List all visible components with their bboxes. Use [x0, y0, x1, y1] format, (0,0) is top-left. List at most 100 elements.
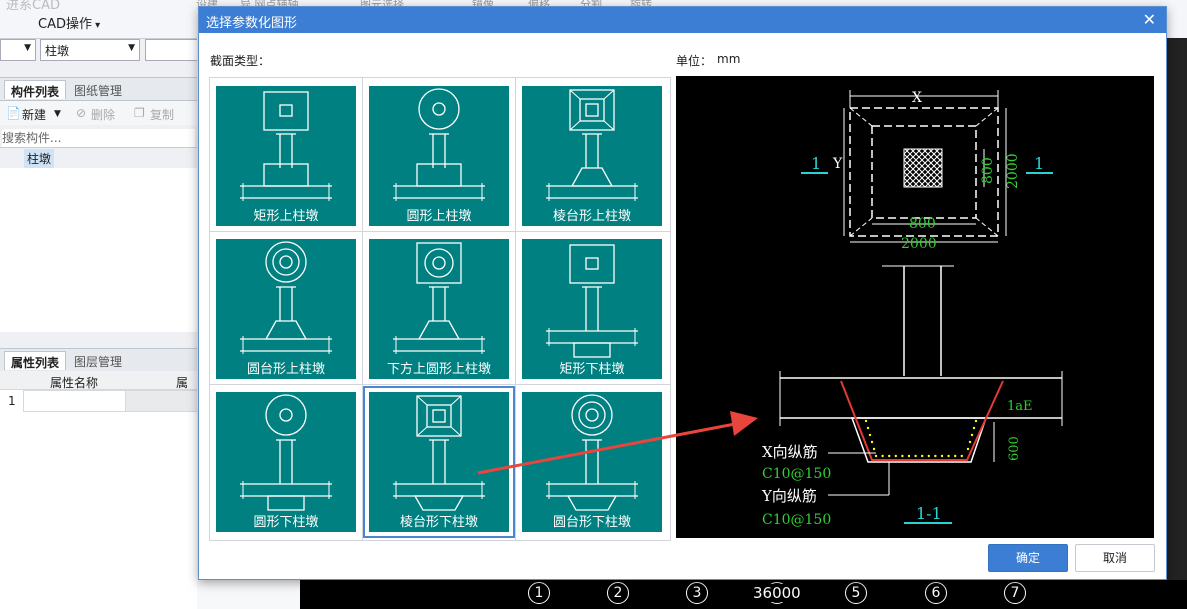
component-tree — [0, 168, 197, 332]
shape-tile[interactable]: 棱台形下柱墩 — [369, 392, 509, 532]
x-rebar-spec: C10@150 — [762, 466, 831, 482]
frustum-up-icon — [546, 89, 638, 201]
toolbar-item[interactable]: 设建 — [196, 0, 218, 12]
grid-line — [515, 78, 516, 540]
shape-caption: 矩形上柱墩 — [253, 209, 319, 224]
frustum-down-icon — [393, 395, 485, 511]
axis-label: 1 — [528, 582, 550, 604]
grid-line — [362, 78, 363, 540]
y-rebar-label: Y向纵筋 — [761, 487, 817, 505]
section-type-label: 截面类型： — [210, 54, 271, 68]
component-search-input[interactable]: 搜索构件... — [2, 129, 195, 147]
column-header-name: 属性名称 — [50, 376, 99, 390]
shape-tile[interactable]: 圆台形上柱墩 — [216, 239, 356, 379]
dim-outer-height: 2000 — [1005, 153, 1021, 189]
section-title: 1-1 — [916, 504, 942, 523]
axis-label: 2 — [607, 582, 629, 604]
ok-button[interactable]: 确定 — [988, 544, 1068, 572]
shape-caption: 圆形下柱墩 — [253, 515, 319, 530]
x-rebar-label: X向纵筋 — [762, 443, 818, 461]
copy-button[interactable]: 复制 — [150, 108, 175, 122]
cad-right-toolbar — [1166, 38, 1187, 580]
depth-label: 600 — [1007, 436, 1022, 461]
axis-label: 6 — [925, 582, 947, 604]
lae-label: 1aE — [1007, 399, 1033, 414]
shape-caption: 圆台形上柱墩 — [246, 362, 325, 377]
toolbar-item[interactable]: 偏移 — [528, 0, 550, 12]
shape-option-cone-up[interactable]: 圆台形上柱墩 — [210, 233, 362, 385]
axis-label: 5 — [845, 582, 867, 604]
parametric-shape-dialog: 选择参数化图形 ✕ 截面类型： 单位： mm 矩形上柱墩 圆形上柱墩 棱台形上柱墩圆… — [198, 6, 1167, 580]
row-index: 1 — [8, 394, 16, 408]
table-header — [0, 371, 197, 390]
shape-caption: 下方上圆形上柱墩 — [386, 362, 491, 377]
circle-up-icon — [393, 88, 485, 201]
shape-tile[interactable]: 圆台形下柱墩 — [522, 392, 662, 532]
shape-caption: 棱台形下柱墩 — [399, 515, 478, 530]
axis-label: 3 — [686, 582, 708, 604]
component-type-select[interactable]: 柱墩▼ — [40, 39, 140, 61]
tab-drawing-management[interactable]: 图纸管理 — [74, 84, 123, 98]
shape-option-rect-up[interactable]: 矩形上柱墩 — [210, 80, 362, 232]
floor-select[interactable]: ▼ — [0, 39, 36, 61]
axis-dimension: 36000 — [751, 584, 803, 602]
shape-option-sqcircle-up[interactable]: 下方上圆形上柱墩 — [363, 233, 515, 385]
chevron-down-icon: ▼ — [24, 43, 31, 53]
cad-canvas[interactable]: 1 2 3 4 5 6 7 36000 — [300, 580, 1187, 609]
shape-tile[interactable]: 圆形上柱墩 — [369, 86, 509, 226]
shape-grid: 矩形上柱墩 圆形上柱墩 棱台形上柱墩圆台形上柱墩 下方上圆形上柱墩 矩形下柱墩圆形下柱墩… — [209, 77, 671, 541]
toolbar-item[interactable]: 图元选择 — [360, 0, 404, 12]
toolbar-item[interactable]: 镜像 — [472, 0, 494, 12]
unit-value: mm — [717, 52, 741, 66]
new-button[interactable]: 新建 — [22, 108, 47, 122]
shape-tile[interactable]: 棱台形上柱墩 — [522, 86, 662, 226]
sqcircle-up-icon — [393, 242, 485, 354]
shape-option-frustum-up[interactable]: 棱台形上柱墩 — [516, 80, 668, 232]
shape-option-rect-down[interactable]: 矩形下柱墩 — [516, 233, 668, 385]
shape-caption: 矩形下柱墩 — [559, 362, 625, 377]
grid-line — [210, 384, 670, 385]
shape-caption: 棱台形上柱墩 — [552, 209, 631, 224]
shape-tile[interactable]: 矩形上柱墩 — [216, 86, 356, 226]
component-toolbar: 📄 新建 ▼ ⊘ 删除 ❐ 复制 — [0, 101, 197, 125]
delete-button[interactable]: 删除 — [91, 108, 116, 122]
section-mark-left: 1 — [811, 154, 821, 173]
cad-operations-menu[interactable]: CAD操作 — [38, 13, 100, 32]
toolbar-item[interactable]: 分割 — [580, 0, 602, 12]
cone-down-icon — [546, 394, 638, 511]
new-icon: 📄 — [6, 106, 21, 120]
shape-tile[interactable]: 下方上圆形上柱墩 — [369, 239, 509, 379]
cancel-button[interactable]: 取消 — [1075, 544, 1155, 572]
app-title: 进系CAD — [6, 0, 60, 13]
chevron-down-icon[interactable]: ▼ — [54, 109, 61, 119]
divider — [0, 147, 197, 148]
circle-down-icon — [240, 394, 332, 511]
property-name-cell[interactable] — [23, 390, 126, 412]
dim-inner-height: 800 — [980, 157, 996, 184]
plan-y-label: Y — [832, 156, 843, 172]
dim-outer-width: 2000 — [901, 236, 937, 252]
unit-label: 单位： — [676, 54, 713, 68]
shape-option-circle-down[interactable]: 圆形下柱墩 — [210, 386, 362, 538]
tab-layer-management[interactable]: 图层管理 — [74, 355, 123, 369]
toolbar-item[interactable]: 异 网点辅轴 — [240, 0, 299, 12]
tab-property-list[interactable]: 属性列表 — [4, 351, 67, 370]
shape-option-circle-up[interactable]: 圆形上柱墩 — [363, 80, 515, 232]
shape-tile[interactable]: 圆形下柱墩 — [216, 392, 356, 532]
axis-label: 7 — [1004, 582, 1026, 604]
shape-tile[interactable]: 矩形下柱墩 — [522, 239, 662, 379]
shape-option-cone-down[interactable]: 圆台形下柱墩 — [516, 386, 668, 538]
toolbar-item[interactable]: 旋转 — [630, 0, 652, 12]
property-value-cell[interactable] — [125, 390, 199, 412]
rect-up-icon — [240, 91, 332, 201]
tree-item-pier[interactable]: 柱墩 — [24, 149, 55, 168]
component-name-select[interactable] — [145, 39, 205, 61]
rect-down-icon — [546, 244, 638, 358]
shape-caption: 圆形上柱墩 — [406, 209, 472, 224]
dialog-titlebar: 选择参数化图形 ✕ — [199, 7, 1166, 33]
delete-icon: ⊘ — [76, 106, 87, 120]
close-icon[interactable]: ✕ — [1142, 10, 1156, 29]
tab-component-list[interactable]: 构件列表 — [4, 80, 67, 99]
shape-option-frustum-down[interactable]: 棱台形下柱墩 — [363, 386, 515, 538]
